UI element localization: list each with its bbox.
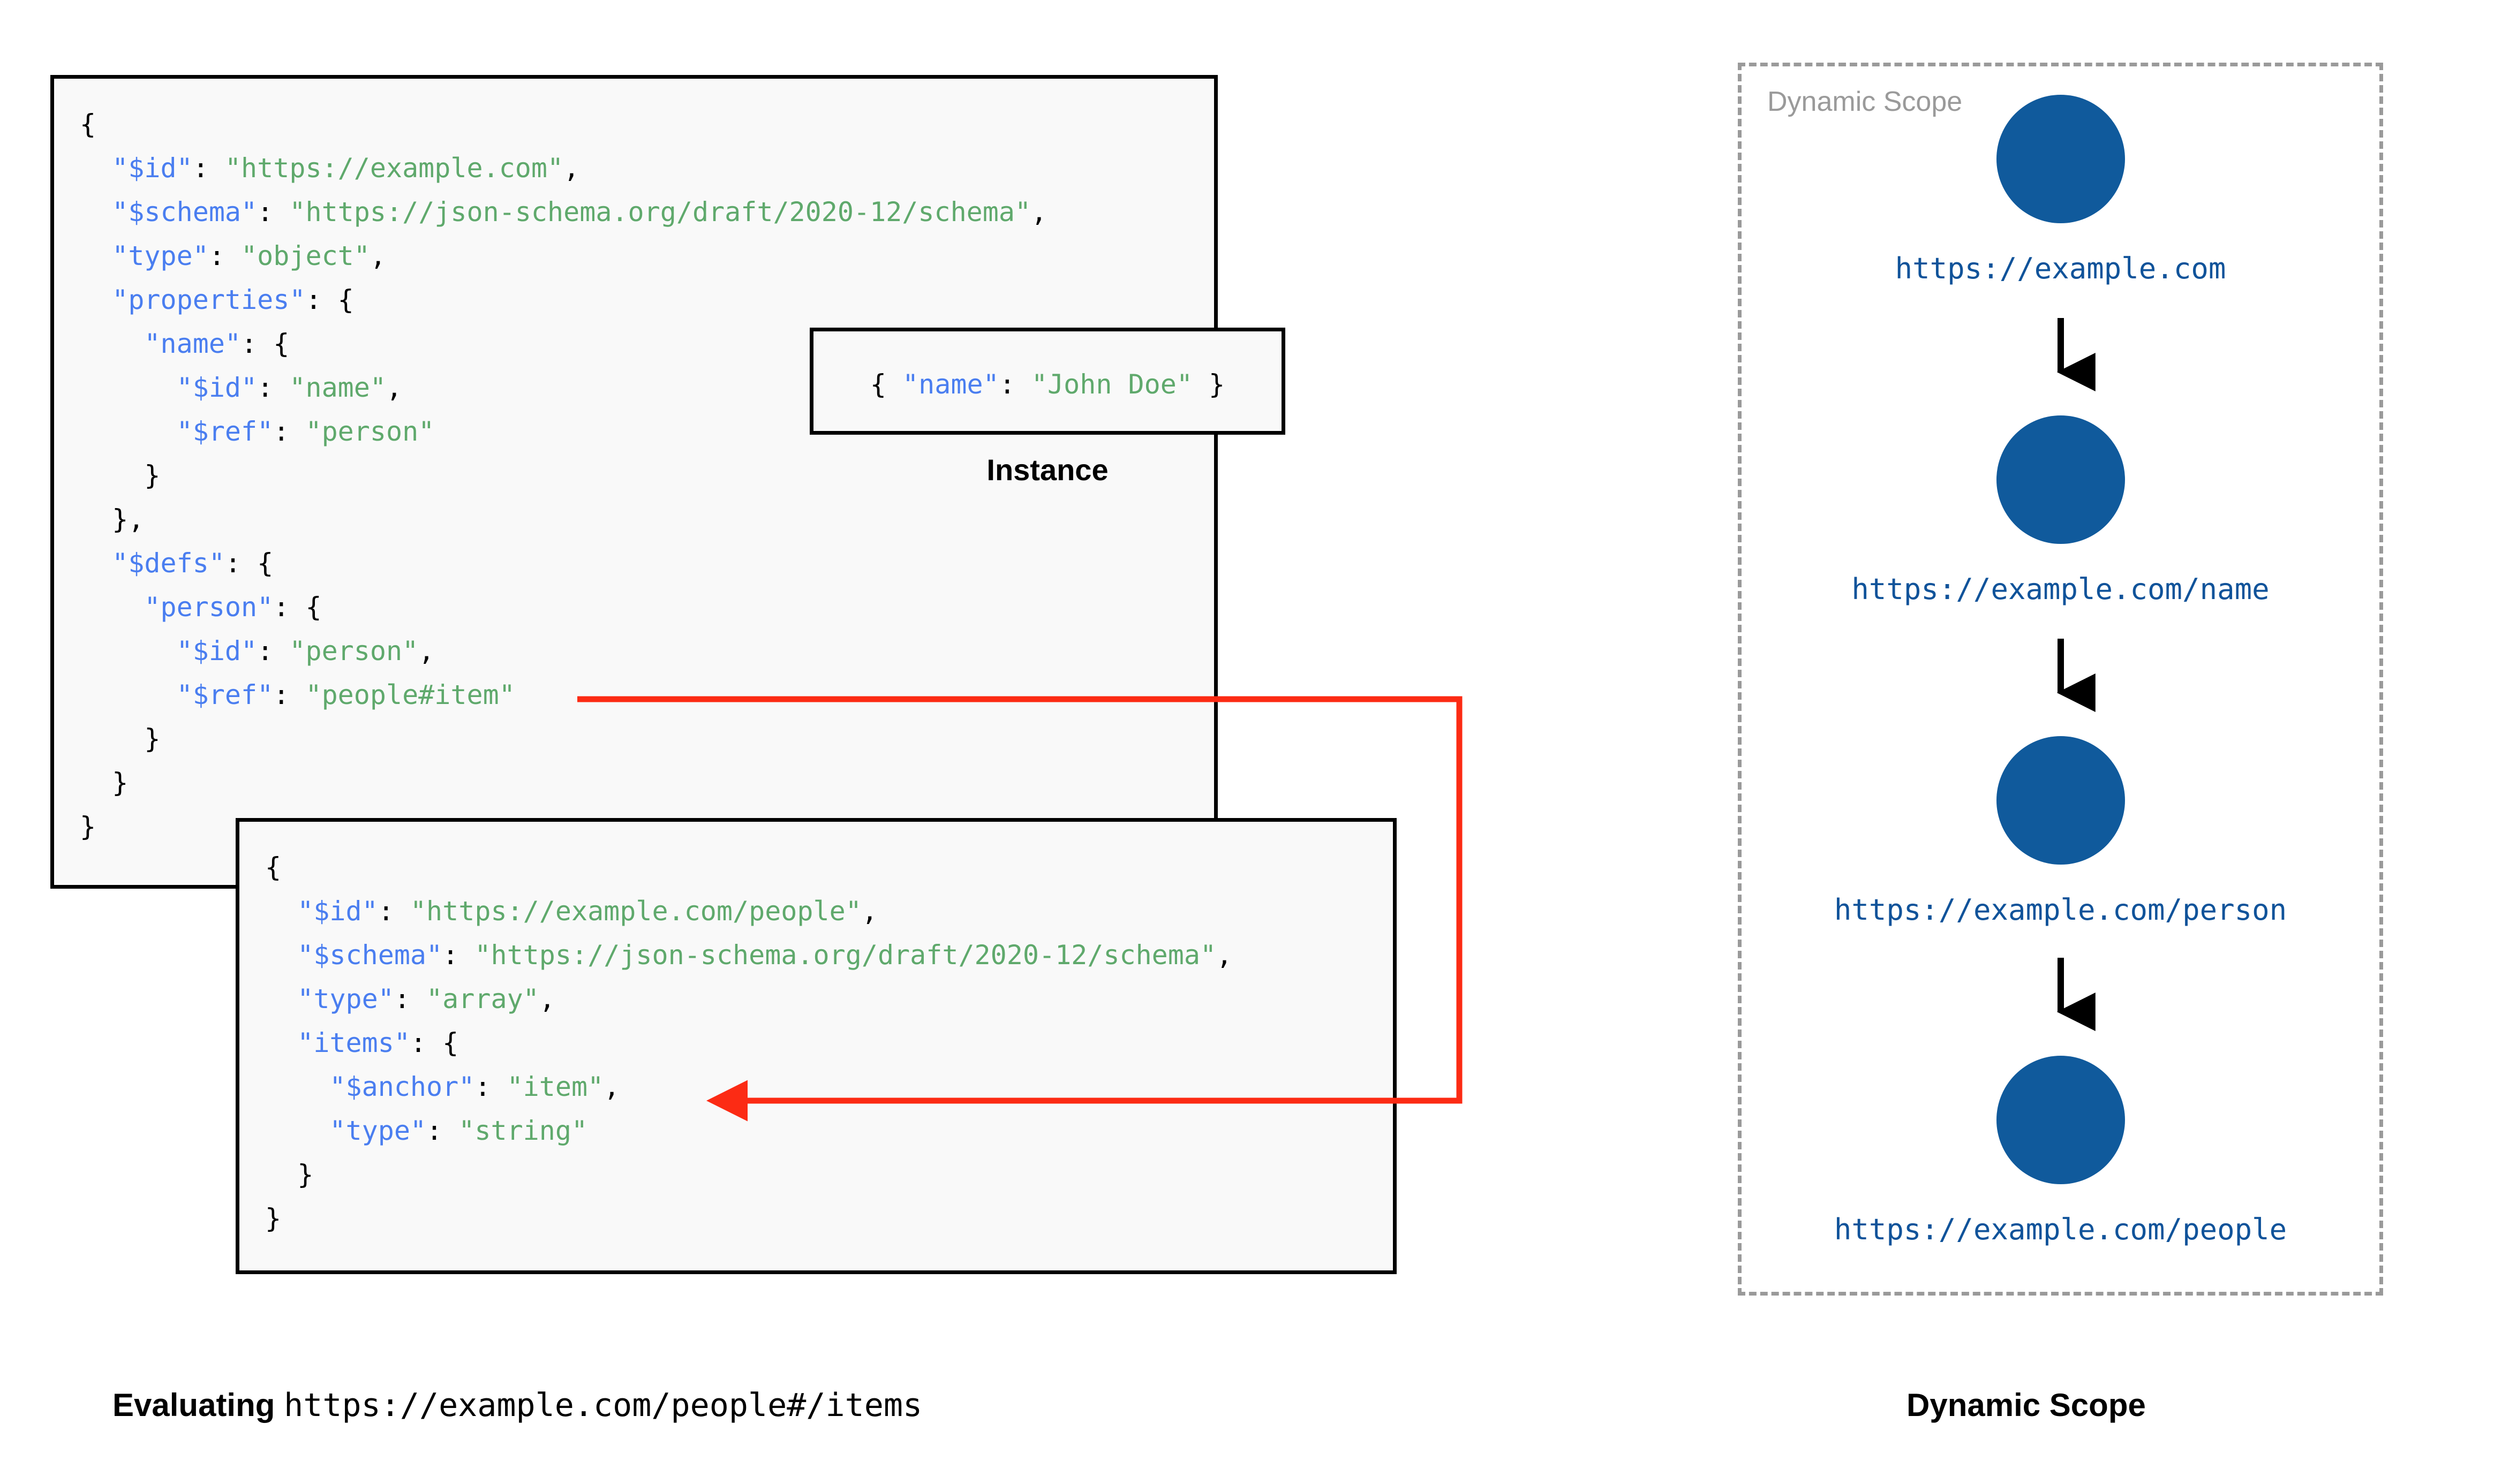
scope-node-circle bbox=[1996, 1056, 2125, 1184]
instance-box: { "name": "John Doe" } bbox=[810, 328, 1285, 435]
instance-code: { "name": "John Doe" } bbox=[870, 369, 1225, 400]
evaluating-caption: Evaluating https://example.com/people#/i… bbox=[112, 1387, 922, 1424]
schema-people-box: { "$id": "https://example.com/people", "… bbox=[236, 818, 1397, 1274]
dynamic-scope-panel bbox=[1738, 63, 2383, 1296]
scope-node-circle bbox=[1996, 736, 2125, 865]
scope-node-circle bbox=[1996, 95, 2125, 223]
dynamic-scope-panel-title: Dynamic Scope bbox=[1767, 86, 1963, 117]
scope-node-label: https://example.com/people bbox=[1834, 1213, 2287, 1246]
scope-node-circle bbox=[1996, 415, 2125, 544]
schema-root-code: { "$id": "https://example.com", "$schema… bbox=[80, 109, 1048, 842]
scope-node-label: https://example.com bbox=[1895, 252, 2226, 285]
evaluating-url: https://example.com/people#/items bbox=[284, 1387, 923, 1424]
dynamic-scope-caption: Dynamic Scope bbox=[1906, 1387, 2146, 1423]
scope-node-label: https://example.com/person bbox=[1834, 893, 2287, 927]
evaluating-label: Evaluating bbox=[112, 1387, 275, 1423]
scope-node-label: https://example.com/name bbox=[1851, 572, 2270, 606]
instance-caption: Instance bbox=[986, 453, 1109, 487]
schema-people-code: { "$id": "https://example.com/people", "… bbox=[265, 852, 1233, 1234]
